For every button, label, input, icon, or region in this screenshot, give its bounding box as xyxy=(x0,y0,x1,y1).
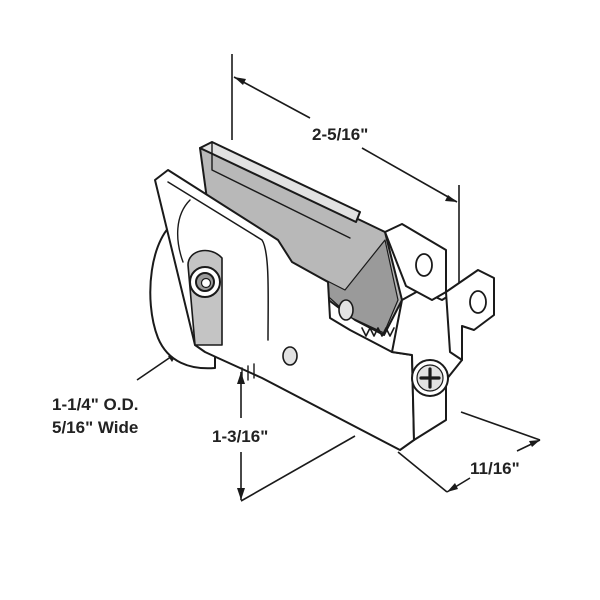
length-arrow-right xyxy=(445,195,457,202)
length-label: 2-5/16" xyxy=(312,125,368,144)
length-dim-line-b xyxy=(361,147,458,203)
height-extension-bottom xyxy=(240,435,356,502)
dimension-labels: 2-5/16" 1-3/16" 11/16" 1-1/4" O.D. 5/16"… xyxy=(52,125,520,478)
channel-floor-shade xyxy=(289,239,399,334)
width-arrow-right xyxy=(529,440,540,447)
top-rail-lip xyxy=(199,141,361,223)
front-face-contour xyxy=(176,199,191,263)
wheel-width-label: 5/16" Wide xyxy=(52,418,138,437)
wheel-edge-ticks xyxy=(241,363,255,381)
height-arrow-bottom xyxy=(237,488,245,500)
width-extension-a xyxy=(397,451,448,493)
width-extension-b xyxy=(460,411,541,441)
axle-bushing-core xyxy=(200,277,212,289)
roller-assembly xyxy=(149,141,495,451)
width-label: 11/16" xyxy=(470,459,520,478)
adjustment-spring xyxy=(361,327,395,337)
width-arrow-left xyxy=(447,483,458,492)
front-rivet-hole xyxy=(282,346,298,366)
side-bracket xyxy=(445,269,495,361)
inner-wall-hole xyxy=(338,299,354,321)
side-bracket-hole xyxy=(469,290,487,314)
length-arrow-left xyxy=(234,77,246,85)
rear-tab-hole xyxy=(415,253,433,277)
dimension-lines xyxy=(136,54,541,502)
top-rail-edge xyxy=(211,141,351,239)
phillips-cross-icon xyxy=(419,367,441,389)
dimension-arrows xyxy=(168,77,540,500)
height-arrow-top xyxy=(237,372,245,384)
wheel-od-label: 1-1/4" O.D. xyxy=(52,395,138,414)
height-label: 1-3/16" xyxy=(212,427,268,446)
length-dim-line-a xyxy=(233,76,311,119)
front-face-bevel xyxy=(167,181,269,341)
